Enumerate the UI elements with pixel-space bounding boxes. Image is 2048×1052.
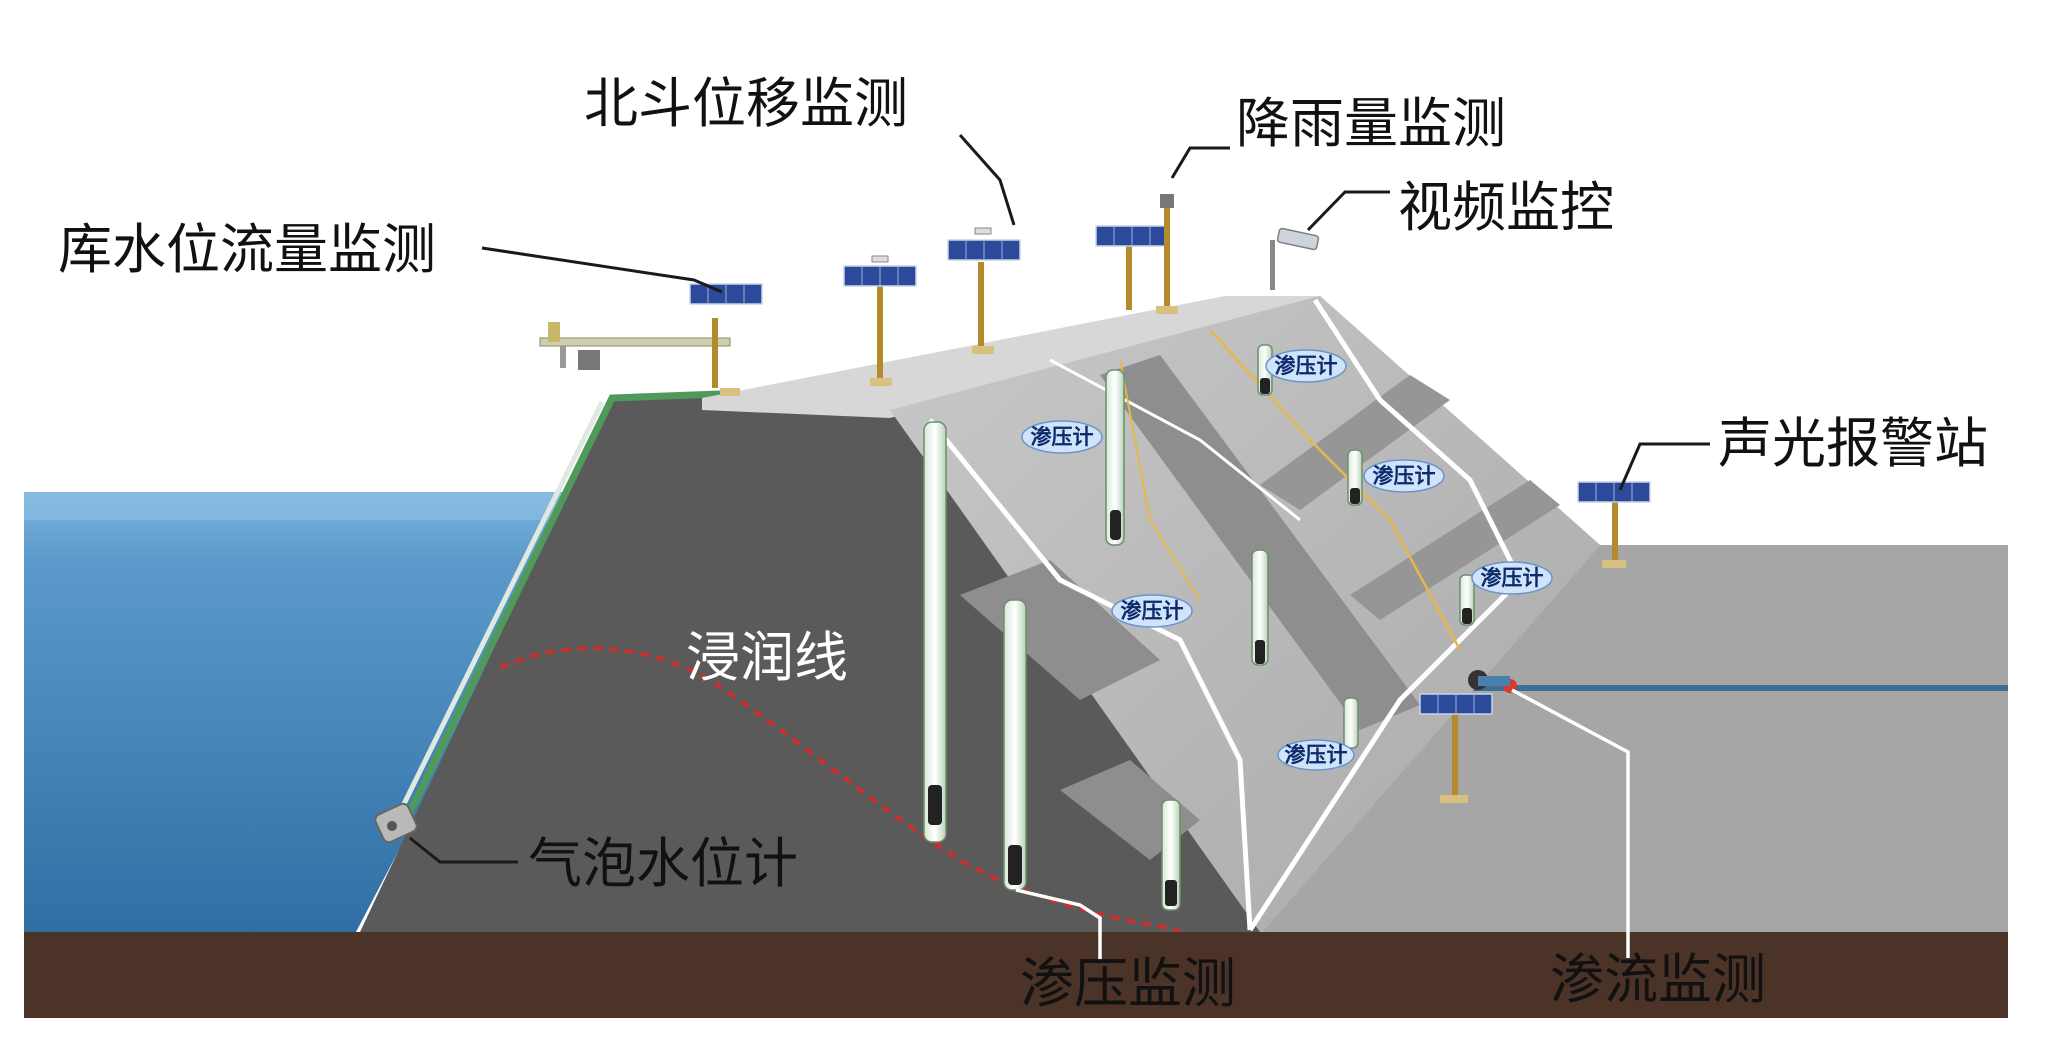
piezometer-pipe	[1003, 599, 1027, 891]
piezometer-pipe	[1251, 549, 1269, 666]
piezometer-pipe	[1105, 369, 1125, 546]
piezometer-tag-label: 渗压计	[1481, 566, 1544, 590]
label-seepage-pressure-monitoring: 渗压监测	[1020, 952, 1236, 1015]
piezometer-pipe	[1459, 574, 1475, 626]
leader-alarm	[1618, 442, 1710, 491]
leader-seepage-flow	[1511, 688, 1630, 958]
alarm-station	[1577, 481, 1651, 568]
piezometer-tag-label: 渗压计	[1373, 464, 1436, 488]
label-seepage-flow-monitoring: 渗流监测	[1550, 948, 1766, 1011]
piezometer-tag: 渗压计	[1363, 459, 1445, 493]
label-rainfall: 降雨量监测	[1236, 92, 1506, 155]
leader-seepage-pressure	[1015, 888, 1102, 962]
piezometer-pipe	[1161, 799, 1181, 911]
label-alarm-station: 声光报警站	[1718, 412, 1988, 475]
piezometer-tag: 渗压计	[1471, 561, 1553, 595]
berm-1	[1100, 355, 1420, 730]
ground-strip	[24, 932, 2008, 1018]
piezometer-pipe	[1347, 449, 1363, 506]
label-phreatic-line: 浸润线	[686, 626, 848, 689]
label-video: 视频监控	[1398, 176, 1614, 239]
leader-reservoir-level	[481, 246, 723, 294]
phreatic-line	[499, 646, 1181, 932]
piezometer-tag: 渗压计	[1111, 594, 1193, 628]
piezometer-tag-label: 渗压计	[1031, 425, 1094, 449]
rainfall-station	[1095, 194, 1178, 314]
drainage-line	[928, 418, 1253, 931]
piezometer-pipe	[1343, 697, 1359, 749]
bubble-gauge-device	[374, 802, 418, 844]
piezometer-tag-label: 渗压计	[1285, 743, 1348, 767]
piezometer-tag: 渗压计	[1021, 420, 1103, 454]
leader-rainfall	[1170, 146, 1230, 179]
beidou-station	[947, 227, 1021, 354]
berm-2	[960, 560, 1160, 700]
leader-bubble-gauge	[409, 836, 518, 864]
video-camera	[1270, 227, 1320, 290]
downstream-ground	[1262, 545, 2008, 932]
piezometer-pipe	[923, 421, 947, 843]
dam-crest	[702, 296, 1320, 418]
piezometer-tag-label: 渗压计	[1121, 599, 1184, 623]
label-reservoir-level-flow: 库水位流量监测	[58, 218, 436, 281]
reservoir-surface	[24, 492, 586, 520]
leader-video	[1306, 190, 1390, 232]
label-beidou: 北斗位移监测	[584, 72, 908, 135]
reservoir-water	[24, 492, 586, 932]
piezometer-tag: 渗压计	[1277, 739, 1355, 771]
dam-core	[360, 398, 1262, 932]
label-bubble-gauge: 气泡水位计	[528, 832, 798, 895]
reservoir-level-station	[539, 283, 763, 396]
beidou-station	[843, 255, 917, 386]
piezometer-tag-label: 渗压计	[1275, 354, 1338, 378]
leader-beidou	[958, 134, 1016, 226]
piezometer-tag: 渗压计	[1265, 349, 1347, 383]
upstream-liner	[406, 390, 721, 814]
